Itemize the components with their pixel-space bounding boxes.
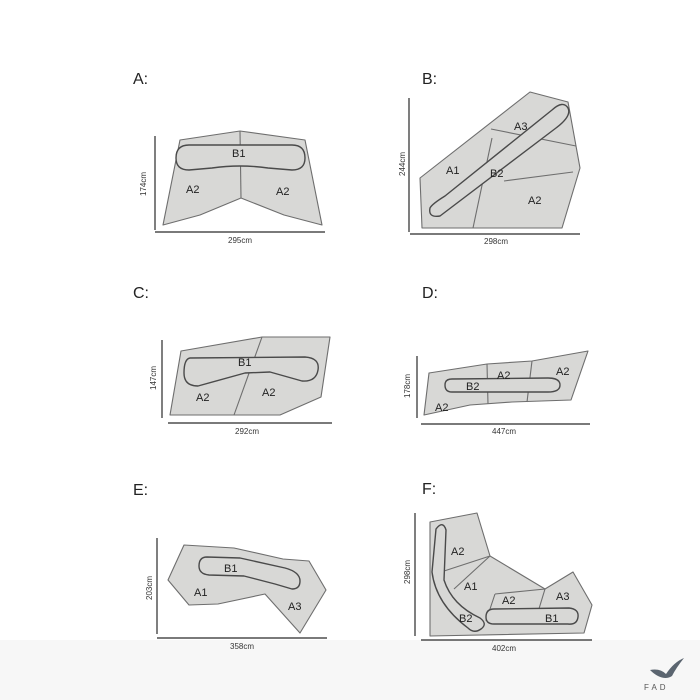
segment-label: A2 <box>435 402 448 414</box>
height-dimension: 174cm <box>139 172 148 196</box>
segment-label: B2 <box>466 381 479 393</box>
cushion-b1 <box>485 607 579 625</box>
layout-c: C: B1 A2 A2 147cm 292cm <box>133 285 332 436</box>
segment-label: B1 <box>545 613 558 625</box>
segment-label: B1 <box>238 357 251 369</box>
module-seam <box>440 555 491 573</box>
layout-title: F: <box>422 481 436 498</box>
width-dimension: 298cm <box>484 237 508 246</box>
cushion-b2 <box>429 103 570 218</box>
segment-label: B1 <box>232 148 245 160</box>
layout-title: A: <box>133 71 148 88</box>
footer-band <box>0 640 700 700</box>
height-dimension: 147cm <box>149 366 158 390</box>
height-dimension: 298cm <box>403 560 412 584</box>
segment-label: A2 <box>528 195 541 207</box>
layout-e: E: B1 A1 A3 203cm 358cm <box>133 482 327 651</box>
segment-label: A2 <box>451 546 464 558</box>
segment-label: A3 <box>514 121 527 133</box>
brand-text: FAD <box>644 683 669 692</box>
width-dimension: 447cm <box>492 427 516 436</box>
cushion-b1 <box>198 556 301 590</box>
segment-label: A1 <box>464 581 477 593</box>
layout-title: E: <box>133 482 148 499</box>
module-seam <box>503 171 574 182</box>
segment-label: A1 <box>194 587 207 599</box>
segment-label: A2 <box>186 184 199 196</box>
cushion-b1 <box>183 356 319 387</box>
segment-label: A2 <box>196 392 209 404</box>
segment-label: A3 <box>288 601 301 613</box>
width-dimension: 402cm <box>492 644 516 653</box>
layout-b: B: A3 A1 B2 A2 244cm 298cm <box>398 71 581 246</box>
module-seam <box>494 588 546 595</box>
height-dimension: 244cm <box>398 152 407 176</box>
layout-f: F: A2 A1 A2 A3 B2 B1 298cm 402cm <box>403 481 593 653</box>
layout-a: A: B1 A2 A2 174cm 295cm <box>133 71 325 245</box>
sofa-outline <box>167 544 327 634</box>
segment-label: A2 <box>276 186 289 198</box>
layout-d: D: A2 A2 B2 A2 178cm 447cm <box>403 285 590 436</box>
layout-title: B: <box>422 71 437 88</box>
segment-label: B2 <box>490 168 503 180</box>
segment-label: A3 <box>556 591 569 603</box>
module-seam <box>453 555 491 590</box>
cushion-b1 <box>175 144 306 171</box>
height-dimension: 178cm <box>403 374 412 398</box>
sofa-outline <box>429 512 593 637</box>
height-dimension: 203cm <box>145 576 154 600</box>
module-seam <box>233 336 263 416</box>
segment-label: A2 <box>502 595 515 607</box>
segment-label: B2 <box>459 613 472 625</box>
width-dimension: 292cm <box>235 427 259 436</box>
segment-label: A1 <box>446 165 459 177</box>
segment-label: A2 <box>262 387 275 399</box>
cushion-b2 <box>431 524 485 632</box>
width-dimension: 358cm <box>230 642 254 651</box>
segment-label: B1 <box>224 563 237 575</box>
segment-label: A2 <box>497 370 510 382</box>
bird-logo-icon <box>650 658 684 678</box>
segment-label: A2 <box>556 366 569 378</box>
cushion-b2 <box>444 377 561 393</box>
layout-title: C: <box>133 285 149 302</box>
width-dimension: 295cm <box>228 236 252 245</box>
layout-title: D: <box>422 285 438 302</box>
